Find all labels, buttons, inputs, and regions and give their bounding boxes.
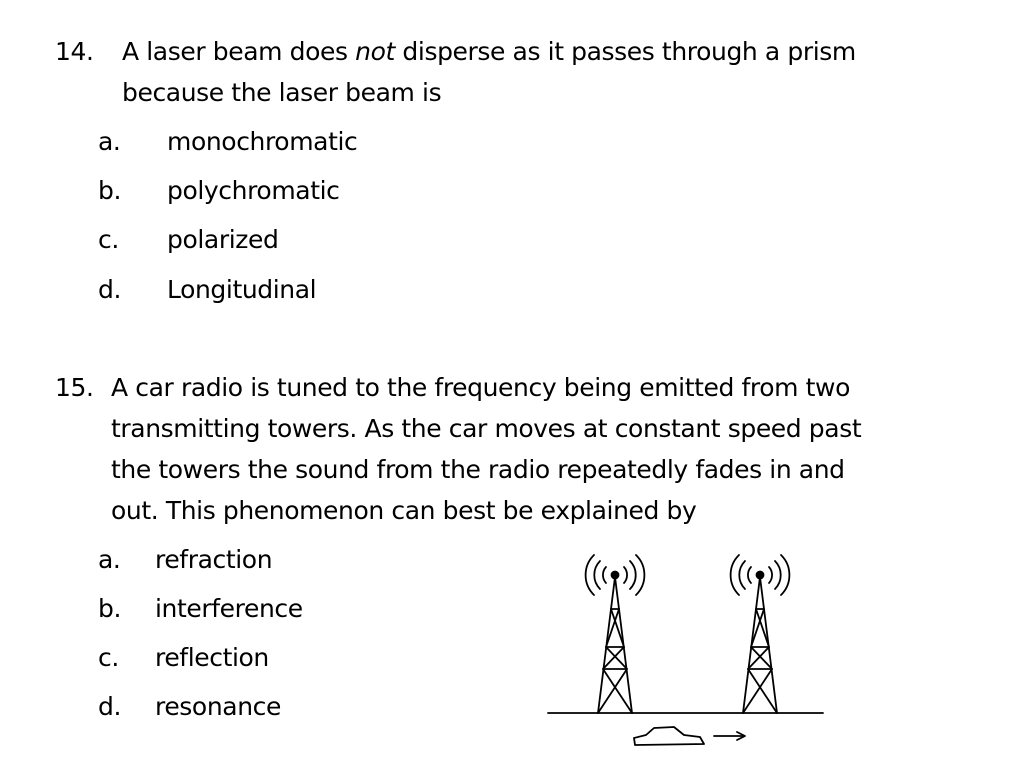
option-letter: c.	[98, 643, 119, 672]
radio-waves-icon	[584, 554, 646, 596]
question-14-number: 14.	[55, 37, 94, 66]
stem-emphasis: not	[355, 37, 395, 66]
option-letter: d.	[98, 692, 122, 721]
option-letter: b.	[98, 594, 122, 623]
transmitting-tower-left	[584, 554, 646, 714]
question-15-stem-line-3: the towers the sound from the radio repe…	[111, 455, 845, 484]
option-text: monochromatic	[167, 127, 358, 156]
option-text: reflection	[155, 643, 269, 672]
option-letter: a.	[98, 127, 121, 156]
option-text: refraction	[155, 545, 273, 574]
question-15-number: 15.	[55, 373, 94, 402]
question-14-stem-line-1: A laser beam does not disperse as it pas…	[122, 37, 856, 67]
option-text: resonance	[155, 692, 281, 721]
question-14-stem-line-2: because the laser beam is	[122, 78, 442, 107]
option-letter: d.	[98, 275, 122, 304]
option-letter: a.	[98, 545, 121, 574]
option-text: polychromatic	[167, 176, 340, 205]
option-text: polarized	[167, 225, 279, 254]
tower-lattice	[742, 576, 778, 714]
radio-waves-icon	[729, 554, 791, 596]
question-15-stem-line-4: out. This phenomenon can best be explain…	[111, 496, 697, 525]
option-text: interference	[155, 594, 303, 623]
stem-text: disperse as it passes through a prism	[394, 37, 856, 66]
option-text: Longitudinal	[167, 275, 317, 304]
question-15-stem-line-1: A car radio is tuned to the frequency be…	[111, 373, 850, 402]
car-icon	[633, 726, 705, 746]
towers-car-diagram	[547, 554, 824, 746]
transmitting-tower-right	[729, 554, 791, 714]
option-letter: c.	[98, 225, 119, 254]
question-15-stem-line-2: transmitting towers. As the car moves at…	[111, 414, 862, 443]
tower-lattice	[597, 576, 633, 714]
option-letter: b.	[98, 176, 122, 205]
arrow-right-icon	[713, 731, 746, 741]
stem-text: A laser beam does	[122, 37, 356, 66]
